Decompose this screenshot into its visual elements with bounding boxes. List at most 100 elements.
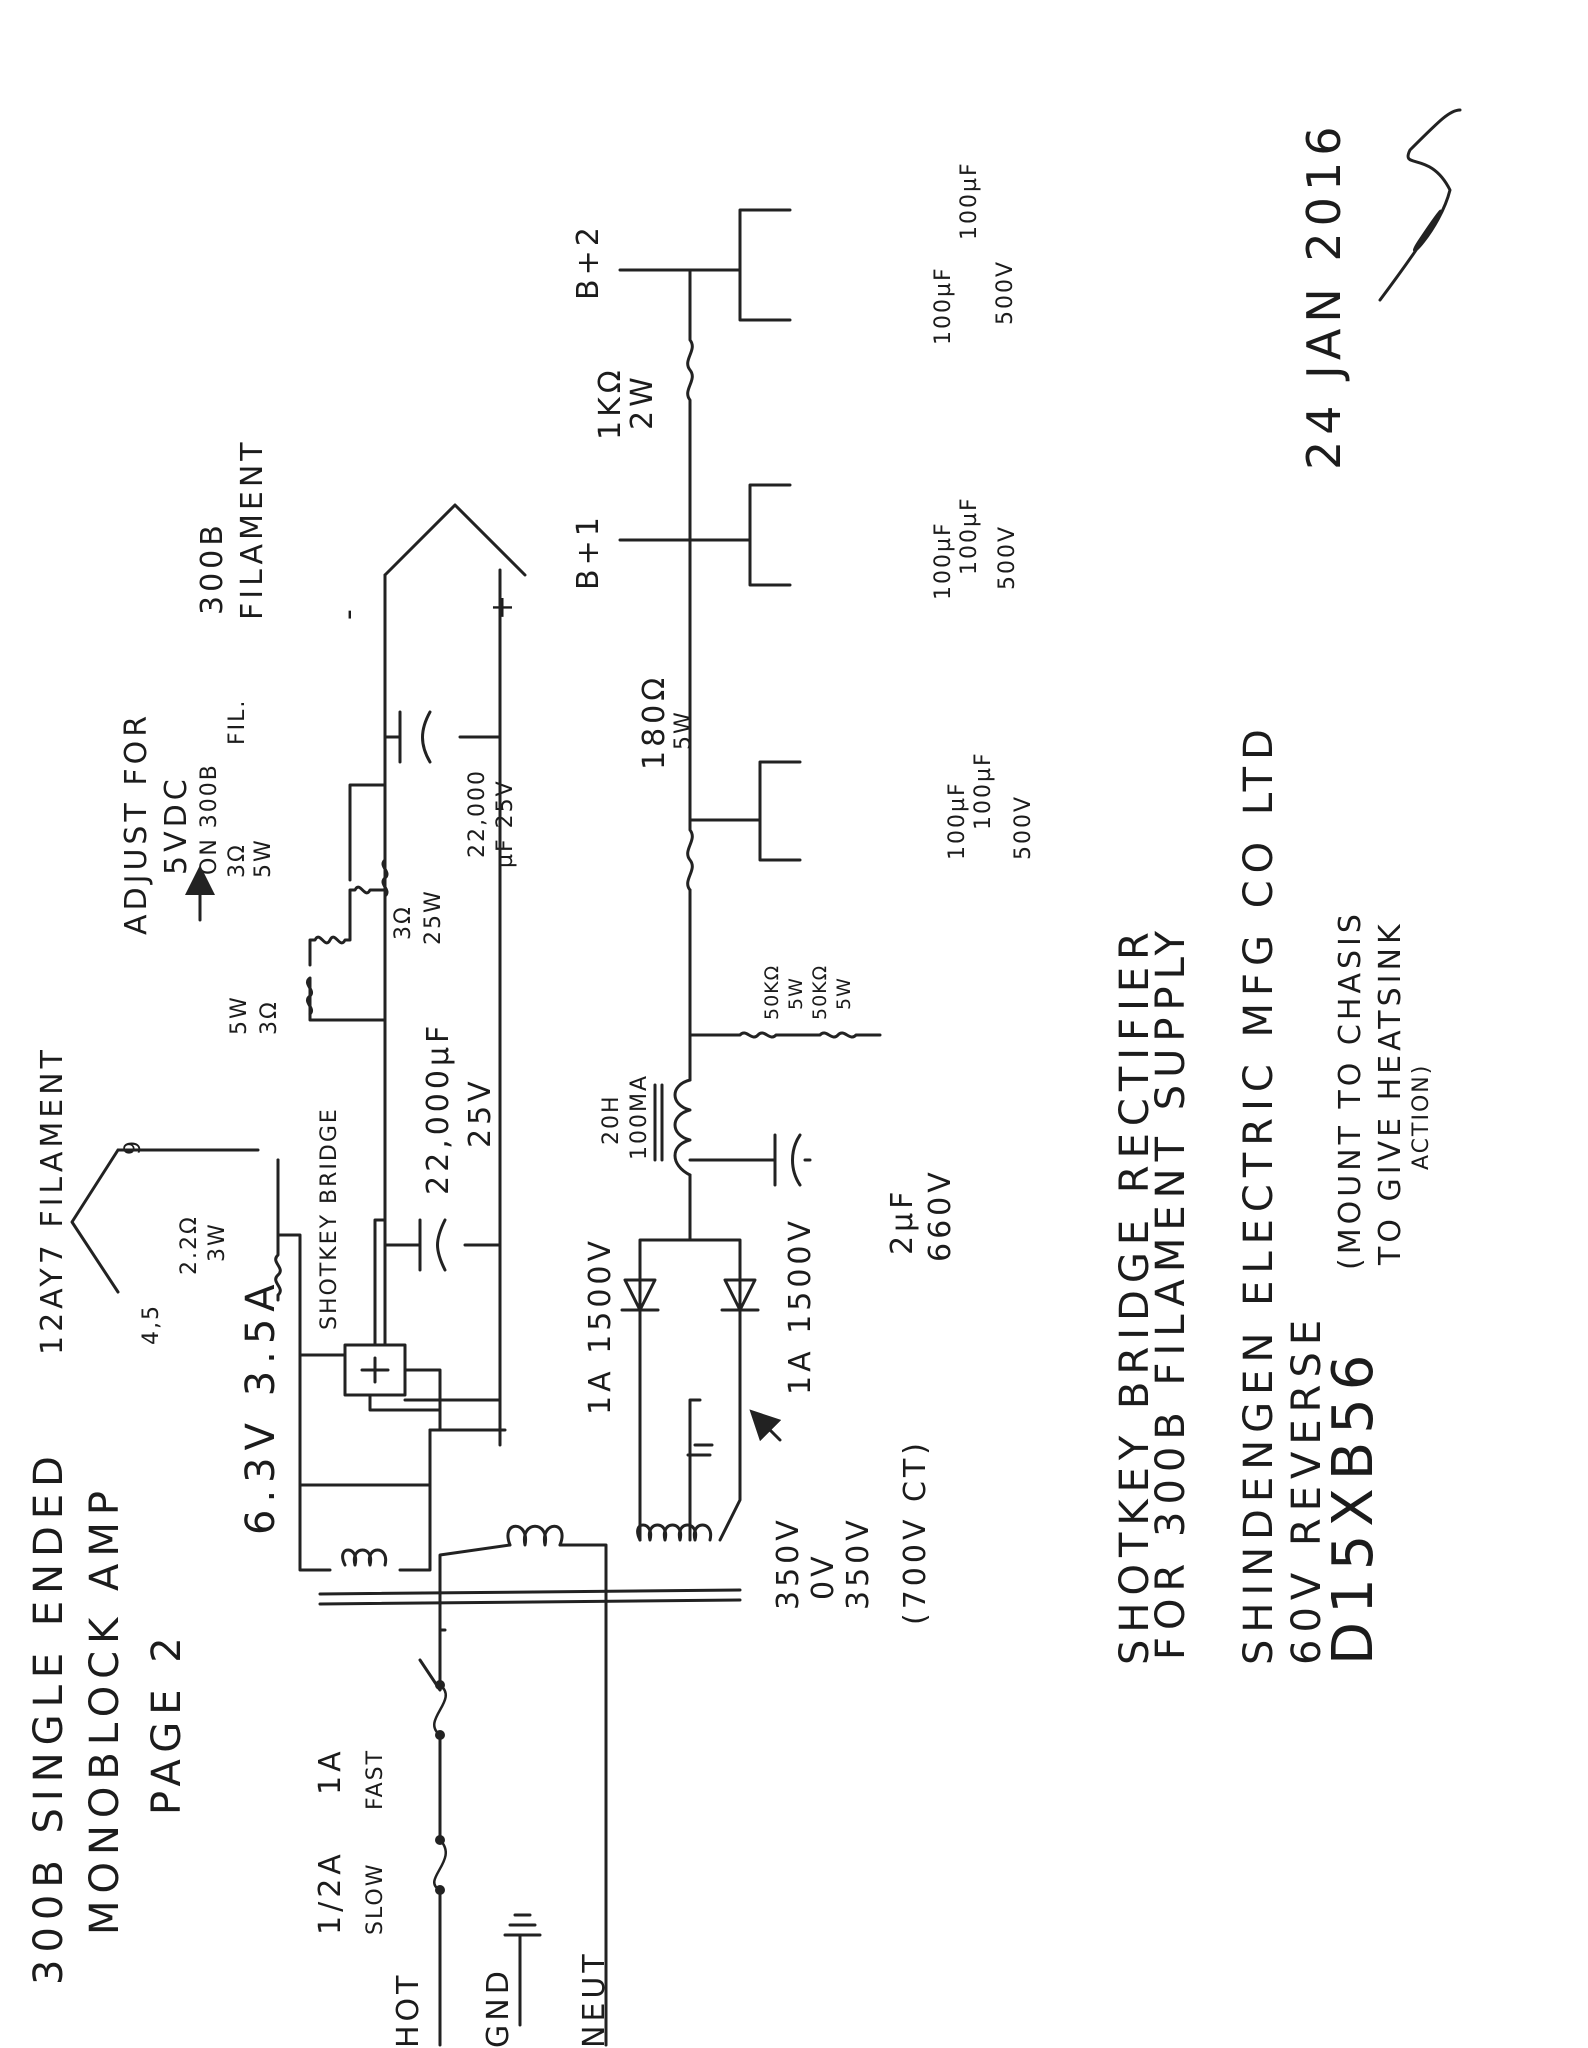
note-line-4: 60V REVERSE [1284, 1313, 1330, 1665]
cap4-label-2: 100µF [957, 161, 982, 240]
fuse-slow-icon [433, 1838, 448, 1892]
diode1-label: 1A 1500V [583, 1237, 618, 1415]
fuse1-type: SLOW [363, 1862, 388, 1935]
c1-voltage: 25V [463, 1077, 498, 1148]
schottky-bridge [343, 1218, 507, 1447]
adjustable-resistor-icon [308, 885, 387, 967]
r3-power: 25W [421, 889, 446, 945]
hv-label-4: (700V CT) [898, 1439, 933, 1625]
choke-current: 100MA [627, 1074, 652, 1160]
transformer-core [318, 1588, 742, 1606]
c2-capacitor-icon [398, 710, 432, 764]
300b-filament-icon [383, 503, 527, 577]
fuse2-rating: 1A [313, 1747, 348, 1795]
note-line-5: D15XB56 [1321, 1347, 1386, 1665]
hv-filter-chain [618, 208, 882, 1187]
b1-label: B+1 [571, 513, 606, 590]
adjust-line-3: ON 300B [197, 763, 222, 875]
r180-resistor-icon [686, 543, 694, 892]
cap3-label-2: 100µF [957, 496, 982, 575]
cap3-network [618, 483, 792, 587]
bleed2-value: 50KΩ [809, 965, 831, 1020]
mains-labels: HOT GND NEUT 1/2A SLOW 1A FAST [313, 1747, 612, 2048]
c1-capacitor-icon [418, 1218, 447, 1272]
r1-value: 3Ω [257, 1000, 282, 1035]
header-line-1: 300B SINGLE ENDED [26, 1449, 72, 1985]
filament-minus: - [331, 605, 366, 620]
diode1-icon [620, 1278, 660, 1312]
notes-block: SHOTKEY BRIDGE RECTIFIER FOR 300B FILAME… [1112, 722, 1434, 1665]
hv-rectifier [620, 1173, 782, 1542]
c2-value-2: µF 25V [493, 779, 518, 868]
bleed1-power: 5W [785, 977, 807, 1010]
cap1-voltage: 660V [923, 1168, 958, 1262]
adjust-line-1: ADJUST FOR [119, 712, 154, 935]
filament-12ay7-labels: 12AY7 FILAMENT 4,5 9 2.2Ω 3W [35, 1046, 230, 1355]
r1k-power: 2W [625, 373, 660, 430]
r1-power: 5W [227, 995, 252, 1035]
filament-300b-labels: 300B FILAMENT ADJUST FOR 5VDC ON 300B FI… [119, 438, 520, 1195]
hv-label-1: 350V [771, 1516, 806, 1610]
note-line-1: SHOTKEY BRIDGE RECTIFIER [1112, 925, 1158, 1665]
r180-value: 180Ω [637, 674, 672, 770]
cap2-label-1: 100µF [945, 781, 970, 860]
mount-line-2: TO GIVE HEATSINK [1373, 920, 1408, 1266]
r3-value: 3Ω [391, 905, 416, 940]
12ay7-pin-a: 4,5 [139, 1304, 164, 1345]
lv-secondary [70, 1148, 432, 1572]
cap1-value: 2µF [885, 1188, 920, 1255]
c2-value: 22,000 [465, 769, 490, 858]
adjust-line-2: 5VDC [159, 775, 194, 875]
hv-label-2: 0V [806, 1552, 841, 1600]
cap2-label-3: 500V [1011, 795, 1036, 860]
mains-primary [318, 1524, 742, 2047]
note-line-2: FOR 300B FILAMENT SUPPLY [1148, 924, 1194, 1660]
12ay7-pin-b: 9 [121, 1139, 146, 1155]
12ay7-resistor-icon [274, 1158, 282, 1302]
cap3-label-3: 500V [995, 525, 1020, 590]
diode2-icon [720, 1278, 760, 1312]
cap4-network [618, 208, 792, 322]
ct-ground-icon [686, 1443, 714, 1457]
header-line-2: MONOBLOCK AMP [82, 1484, 128, 1935]
date-label: 24 JAN 2016 [1297, 121, 1351, 470]
bleeder-resistors-icon [688, 1031, 882, 1039]
cap2-network [688, 760, 802, 862]
12ay7-res-value: 2.2Ω [177, 1215, 202, 1275]
r1k-resistor-icon [686, 268, 694, 547]
filament-plus: + [485, 591, 520, 620]
secondary-labels: 350V 0V 350V (700V CT) 6.3V 3.5A [238, 1277, 933, 1625]
12ay7-res-power: 3W [205, 1222, 230, 1262]
cap4-label-3: 500V [993, 260, 1018, 325]
header-title: 300B SINGLE ENDED MONOBLOCK AMP PAGE 2 [26, 1449, 190, 1985]
cap4-label-1: 100µF [931, 266, 956, 345]
hv-supply-labels: 20H 100MA 2µF 660V 50KΩ 5W 50KΩ 5W 100µF… [571, 161, 1036, 1262]
lv-winding-icon [341, 1548, 388, 1567]
filament-supply [185, 503, 527, 1412]
mount-line-1: (MOUNT TO CHASIS [1333, 910, 1368, 1270]
gnd-label: GND [481, 1967, 516, 2048]
rectifier-labels: 1A 1500V 1A 1500V SHOTKEY BRIDGE [317, 1107, 818, 1415]
note-line-3: SHINDENGEN ELECTRIC MFG CO LTD [1236, 722, 1282, 1665]
choke-value: 20H [599, 1094, 624, 1145]
300b-title-1: 300B [195, 521, 230, 615]
header-line-3: PAGE 2 [144, 1630, 190, 1815]
12ay7-title: 12AY7 FILAMENT [35, 1046, 70, 1355]
lv-label: 6.3V 3.5A [238, 1277, 284, 1535]
diode2-label: 1A 1500V [783, 1217, 818, 1395]
hv-winding-icon [636, 1523, 713, 1542]
r180-power: 5W [671, 710, 696, 750]
b2-label: B+2 [571, 223, 606, 300]
300b-title-2: FILAMENT [235, 438, 270, 620]
mount-line-3: ACTION) [1409, 1064, 1434, 1170]
fuse1-rating: 1/2A [313, 1850, 348, 1935]
choke-icon [673, 1078, 692, 1177]
r3-resistor-icon [381, 828, 389, 922]
ground-icon [503, 1913, 542, 2027]
r2-power: 5W [251, 838, 276, 878]
bridge-label: SHOTKEY BRIDGE [317, 1107, 342, 1330]
primary-winding-icon [506, 1524, 564, 1547]
hot-label: HOT [391, 1972, 426, 2048]
r1k-value: 1KΩ [593, 366, 628, 440]
